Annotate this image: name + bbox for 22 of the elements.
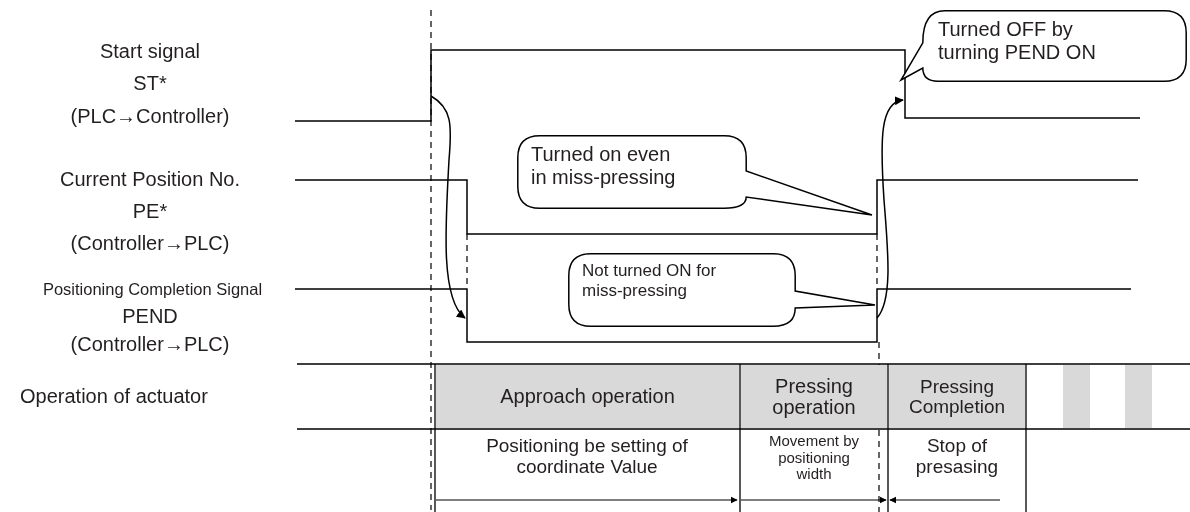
- callout-bubble: [898, 10, 1188, 83]
- phase-description: Stop of presasing: [914, 436, 1000, 478]
- row-heading: Operation of actuator: [20, 385, 209, 407]
- callout-bubble: [517, 135, 875, 217]
- signal-name: ST*: [132, 72, 168, 94]
- callout-bubble: [568, 253, 877, 329]
- callout-text: Turned OFF by turning PEND ON: [938, 18, 1097, 64]
- signal-name: PE*: [131, 200, 169, 222]
- signal-name: PEND: [121, 305, 179, 327]
- phase-description: Positioning be setting of coordinate Value: [485, 436, 689, 478]
- operation-phase: Pressing Completion: [889, 365, 1025, 428]
- operation-phase: Pressing operation: [741, 365, 887, 428]
- signal-name: Current Position No.: [58, 168, 242, 190]
- signal-direction: (Controller→PLC): [69, 333, 231, 355]
- signal-direction: (Controller→PLC): [69, 232, 231, 254]
- callout-text: Not turned ON for miss-pressing: [582, 261, 718, 301]
- signal-direction: (PLC→Controller): [69, 105, 231, 127]
- phase-description: Movement by positioning width: [767, 433, 860, 483]
- operation-phase: Approach operation: [436, 365, 739, 428]
- callout-text: Turned on even in miss-pressing: [531, 143, 677, 189]
- signal-name: Start signal: [98, 40, 202, 62]
- signal-name: Positioning Completion Signal: [41, 280, 264, 299]
